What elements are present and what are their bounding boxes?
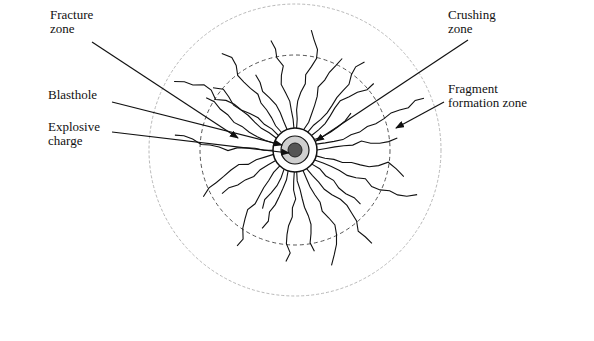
crack-line: [307, 169, 372, 244]
crack-line: [263, 169, 285, 209]
zone-label: Explosive charge: [48, 120, 112, 148]
crack-line: [314, 113, 351, 139]
crack-line: [303, 171, 337, 266]
crack-line: [286, 172, 296, 262]
leader-arrow: [316, 40, 468, 141]
leader-arrow: [112, 102, 282, 145]
crushing-zone: [273, 128, 317, 172]
crack-line: [297, 172, 315, 251]
crack-line: [308, 62, 365, 132]
crack-line: [174, 82, 278, 136]
leader-arrow: [396, 102, 444, 128]
crack-line: [206, 98, 274, 144]
crack-line: [297, 30, 318, 128]
leader-arrow: [92, 42, 238, 138]
crack-line: [222, 54, 282, 133]
radial-cracks: [174, 30, 424, 265]
zone-label: Fragment formation zone: [448, 82, 544, 110]
crack-line: [203, 154, 273, 196]
crack-line: [222, 161, 276, 194]
explosive-charge: [288, 143, 302, 157]
crack-line: [271, 41, 294, 128]
crack-line: [312, 164, 361, 204]
fragment-zone-boundary: [149, 4, 441, 296]
zone-label: Fracture zone: [50, 8, 108, 36]
crack-line: [256, 75, 288, 130]
crack-line: [317, 138, 397, 150]
crack-line: [262, 171, 288, 229]
crack-line: [304, 59, 343, 130]
crack-line: [237, 166, 280, 246]
leader-arrows: [92, 40, 468, 153]
zone-label: Crushing zone: [448, 8, 510, 36]
zone-label: Blasthole: [48, 88, 114, 102]
leader-arrow: [112, 132, 289, 153]
blasthole: [281, 136, 309, 164]
